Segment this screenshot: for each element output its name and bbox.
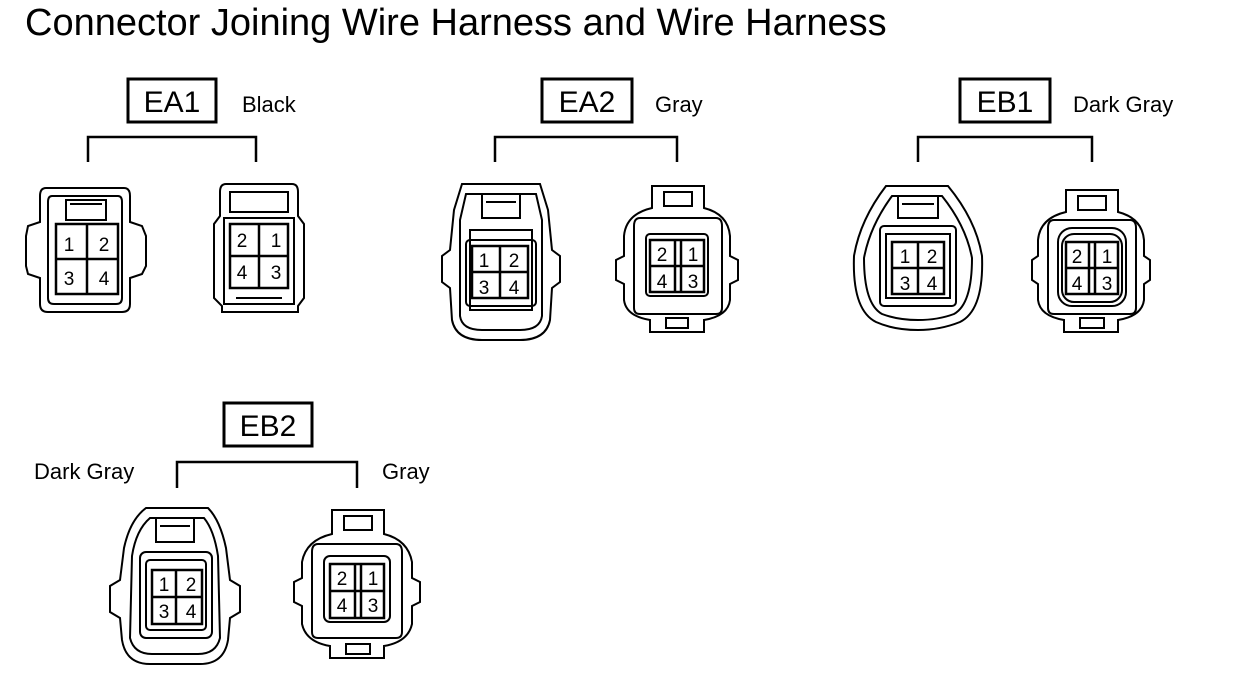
pin-label: 4 bbox=[657, 272, 668, 293]
pin-label: 4 bbox=[1072, 274, 1083, 295]
female-connector-ea1: 1 2 3 4 bbox=[25, 187, 147, 313]
male-connector-ea2: 2 1 4 3 bbox=[615, 185, 739, 333]
female-connector-eb1: 1 2 3 4 bbox=[852, 185, 984, 332]
pin-label: 2 bbox=[1072, 247, 1083, 268]
pin-label: 1 bbox=[159, 575, 170, 596]
female-connector-eb2: 1 2 3 4 bbox=[109, 507, 241, 665]
connector-group-ea1: EA1 Black 1 2 3 4 2 1 4 bbox=[25, 77, 305, 313]
code-label-eb2: EB2 bbox=[240, 410, 297, 443]
pin-label: 1 bbox=[271, 231, 282, 252]
pin-label: 1 bbox=[900, 247, 911, 268]
code-label-eb1: EB1 bbox=[977, 86, 1034, 119]
code-label-ea2: EA2 bbox=[559, 86, 616, 119]
pin-label: 3 bbox=[900, 274, 911, 295]
bracket-eb1 bbox=[916, 135, 1094, 162]
code-box-eb2 bbox=[222, 401, 314, 448]
page-title: Connector Joining Wire Harness and Wire … bbox=[25, 2, 887, 44]
male-connector-eb1: 2 1 4 3 bbox=[1031, 189, 1151, 333]
pin-label: 3 bbox=[271, 263, 282, 284]
pin-label: 3 bbox=[159, 602, 170, 623]
pin-label: 3 bbox=[368, 596, 379, 617]
connector-group-eb1: EB1 Dark Gray 1 2 3 4 bbox=[852, 77, 1173, 333]
color-label-eb1: Dark Gray bbox=[1073, 92, 1173, 117]
pin-label: 3 bbox=[64, 269, 75, 290]
bracket-ea1 bbox=[86, 135, 258, 162]
bracket-eb2 bbox=[175, 460, 359, 488]
connector-group-eb2: EB2 Dark Gray Gray 1 2 3 4 bbox=[34, 401, 430, 665]
pin-label: 4 bbox=[99, 269, 110, 290]
pin-label: 2 bbox=[237, 231, 248, 252]
pin-label: 1 bbox=[368, 569, 379, 590]
color-label-ea2: Gray bbox=[655, 92, 703, 117]
connector-group-ea2: EA2 Gray 1 2 3 4 bbox=[441, 77, 739, 341]
pin-label: 1 bbox=[1102, 247, 1113, 268]
color-label-eb2-left: Dark Gray bbox=[34, 459, 134, 484]
pin-label: 2 bbox=[186, 575, 197, 596]
pin-label: 1 bbox=[64, 235, 75, 256]
code-box-ea2 bbox=[540, 77, 634, 124]
pin-label: 1 bbox=[688, 245, 699, 266]
male-connector-eb2: 2 1 4 3 bbox=[293, 509, 421, 659]
bracket-ea2 bbox=[493, 135, 679, 162]
pin-label: 2 bbox=[509, 251, 520, 272]
pin-label: 3 bbox=[479, 278, 490, 299]
pin-label: 2 bbox=[99, 235, 110, 256]
code-box-eb1 bbox=[958, 77, 1052, 124]
pin-label: 4 bbox=[509, 278, 520, 299]
female-connector-ea2: 1 2 3 4 bbox=[441, 183, 561, 341]
pin-label: 1 bbox=[479, 251, 490, 272]
pin-label: 4 bbox=[337, 596, 348, 617]
pin-label: 3 bbox=[1102, 274, 1113, 295]
pin-label: 3 bbox=[688, 272, 699, 293]
code-label-ea1: EA1 bbox=[144, 86, 201, 119]
color-label-ea1: Black bbox=[242, 92, 297, 117]
pin-label: 2 bbox=[927, 247, 938, 268]
pin-label: 2 bbox=[337, 569, 348, 590]
pin-label: 4 bbox=[237, 263, 248, 284]
male-connector-ea1: 2 1 4 3 bbox=[213, 183, 305, 313]
pin-label: 4 bbox=[927, 274, 938, 295]
pin-label: 4 bbox=[186, 602, 197, 623]
code-box-ea1 bbox=[126, 77, 218, 124]
pin-label: 2 bbox=[657, 245, 668, 266]
color-label-eb2-right: Gray bbox=[382, 459, 430, 484]
